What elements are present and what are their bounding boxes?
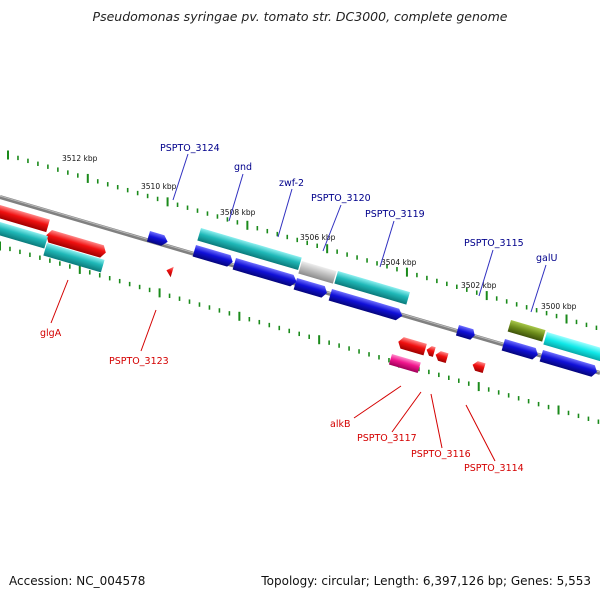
scale-label: 3512 kbp [62,154,98,163]
gene-label-zwf-2[interactable]: zwf-2 [279,178,304,189]
gene-label-PSPTO_3115[interactable]: PSPTO_3115 [464,238,524,249]
cds-galU[interactable] [501,339,540,361]
scale-labels: 3512 kbp 3510 kbp 3508 kbp 3506 kbp 3504… [62,154,577,311]
cds-PSPTO_3124[interactable] [146,231,169,247]
callout-line-alkB [353,385,402,419]
gene-glgA-outer[interactable] [0,199,50,233]
callout-line-PSPTO_3114 [465,404,496,462]
gene-PSPTO_3117-pink[interactable] [388,354,421,374]
scale-label: 3504 kbp [381,258,417,267]
gene-label-glgA[interactable]: glgA [40,328,62,339]
gene-PSPTO_3116[interactable] [425,345,436,357]
gene-label-PSPTO_3123[interactable]: PSPTO_3123 [109,356,169,367]
gene-PSPTO_3120-grey[interactable] [298,261,337,284]
gene-galU-olive[interactable] [507,320,546,342]
gene-label-gnd[interactable]: gnd [234,162,252,173]
cds-PSPTO_3120[interactable] [293,278,329,299]
gene-glgA-arrow[interactable] [45,229,108,259]
scale-label: 3502 kbp [461,281,497,290]
gene-PSPTO_3119-teal[interactable] [334,271,410,305]
callout-line-PSPTO_3120 [322,204,342,252]
scale-label: 3510 kbp [141,182,177,191]
cds-galU-next[interactable] [539,350,599,378]
callout-line-PSPTO_3124 [172,153,189,201]
scale-label: 3506 kbp [300,233,336,242]
cds-zwf-2[interactable] [232,258,299,288]
gene-PSPTO_3114[interactable] [471,360,486,373]
callout-line-PSPTO_3116 [430,393,443,449]
gene-labels-top: PSPTO_3124 gnd zwf-2 PSPTO_3120 PSPTO_31… [160,143,557,264]
gene-labels-bottom: glgA PSPTO_3123 alkB PSPTO_3117 PSPTO_31… [40,328,524,474]
cds-PSPTO_3115[interactable] [455,325,476,341]
gene-rna-teal-left[interactable] [0,216,48,249]
feature-track [0,199,600,377]
gene-label-alkB[interactable]: alkB [330,419,350,430]
gene-alkB[interactable] [397,336,427,356]
gene-label-PSPTO_3117[interactable]: PSPTO_3117 [357,433,417,444]
gene-label-PSPTO_3124[interactable]: PSPTO_3124 [160,143,220,154]
gene-PSPTO_3116-b[interactable] [434,350,449,363]
gene-label-galU[interactable]: galU [536,253,557,264]
gene-label-PSPTO_3119[interactable]: PSPTO_3119 [365,209,425,220]
callout-line-PSPTO_3117 [391,391,422,433]
gene-gnd-teal[interactable] [197,228,302,271]
callout-line-glgA [50,279,69,324]
gene-rna-teal-left-2[interactable] [43,242,105,273]
callout-line-PSPTO_3119 [379,220,395,268]
gene-label-PSPTO_3114[interactable]: PSPTO_3114 [464,463,524,474]
callout-line-galU [530,264,547,313]
gene-galU-cyan[interactable] [543,332,600,365]
scale-label: 3508 kbp [220,208,256,217]
cds-gnd[interactable] [192,245,235,268]
scale-label: 3500 kbp [541,302,577,311]
callout-line-zwf-2 [277,188,293,238]
gene-PSPTO_3123[interactable] [165,265,174,278]
map-title: Pseudomonas syringae pv. tomato str. DC3… [92,9,508,24]
gene-label-PSPTO_3120[interactable]: PSPTO_3120 [311,193,371,204]
callout-line-PSPTO_3115 [478,249,494,297]
upper-scale-track [7,150,598,330]
cds-PSPTO_3119[interactable] [328,289,404,322]
callout-line-gnd [228,173,244,222]
topology-summary: Topology: circular; Length: 6,397,126 bp… [261,574,591,588]
gene-label-PSPTO_3116[interactable]: PSPTO_3116 [411,449,471,460]
callout-lines [50,153,547,462]
callout-line-PSPTO_3123 [140,309,157,352]
accession-text: Accession: NC_004578 [9,574,146,588]
